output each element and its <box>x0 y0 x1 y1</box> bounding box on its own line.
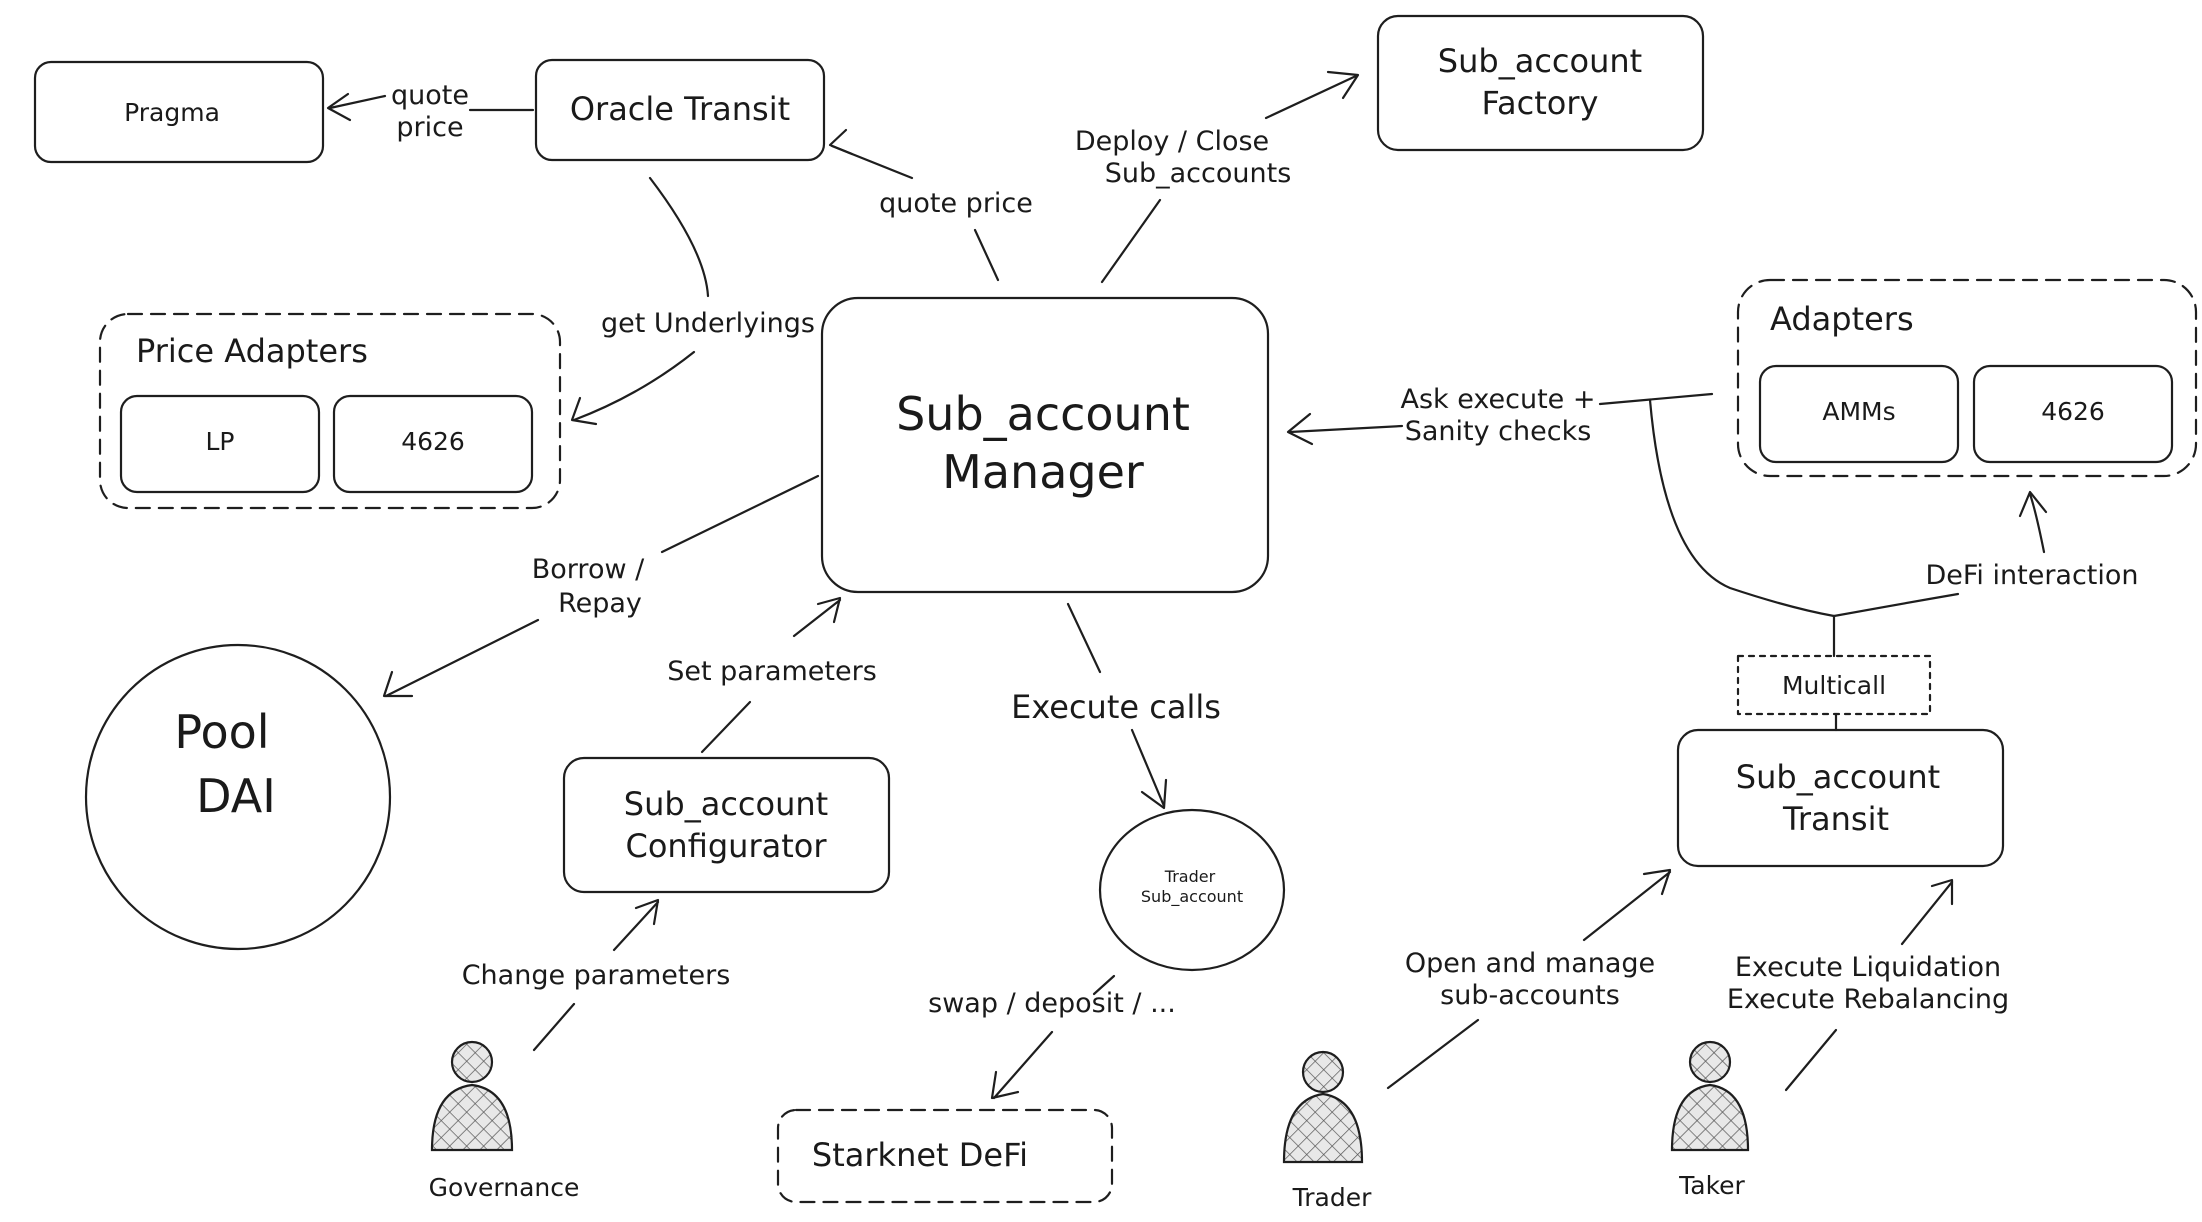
amms-box <box>1758 364 1960 464</box>
adapters-4626-label: 4626 <box>2041 397 2105 426</box>
multicall-label: Multicall <box>1782 671 1886 700</box>
factory-box: Sub_account Factory <box>1376 14 1705 152</box>
configurator-label-2: Configurator <box>626 827 828 865</box>
configurator-label-1: Sub_account <box>624 785 828 823</box>
transit-box: Sub_account Transit <box>1676 728 2005 868</box>
edge-oracle-to-price-adapters <box>570 176 710 426</box>
edge-label-execute-liquidation: Execute Liquidation <box>1735 952 2001 983</box>
taker-label: Taker <box>1678 1171 1745 1200</box>
edge-label-sub-accounts-2: sub-accounts <box>1440 980 1620 1011</box>
pragma-label: Pragma <box>124 98 220 127</box>
manager-label-2: Manager <box>942 445 1144 499</box>
taker-actor-icon <box>1670 1040 1750 1152</box>
edge-label-ask-execute: Ask execute + <box>1400 384 1595 415</box>
edge-multicall-to-adapters <box>2018 490 2048 554</box>
oracle-transit-label: Oracle Transit <box>570 90 790 128</box>
transit-label-2: Transit <box>1782 800 1889 838</box>
edge-label-open-manage: Open and manage <box>1405 948 1655 979</box>
edge-label-execute-calls: Execute calls <box>1011 688 1221 726</box>
amms-label: AMMs <box>1822 397 1895 426</box>
edge-label-repay: Repay <box>558 588 642 619</box>
pool-label-1: Pool <box>174 705 269 759</box>
edge-configurator-to-manager <box>700 596 842 754</box>
edge-label-quote-price: quote price <box>879 188 1033 219</box>
starknet-defi-box: Starknet DeFi <box>776 1108 1114 1204</box>
transit-label-1: Sub_account <box>1736 758 1940 796</box>
edge-governance-to-configurator <box>532 898 660 1052</box>
governance-label: Governance <box>429 1173 580 1202</box>
adapters-group: Adapters AMMs 4626 <box>1736 278 2198 478</box>
trader-sub-account-label-1: Trader <box>1164 867 1216 886</box>
edge-manager-to-oracle <box>828 128 1000 282</box>
trader-sub-account-label-2: Sub_account <box>1141 887 1243 907</box>
edge-label-set-parameters: Set parameters <box>667 656 877 687</box>
edge-label-deploy-close: Deploy / Close <box>1075 126 1269 157</box>
trader-label: Trader <box>1292 1183 1372 1212</box>
starknet-defi-label: Starknet DeFi <box>812 1136 1028 1174</box>
edge-label-sub-accounts: Sub_accounts <box>1105 158 1292 189</box>
edge-oracle-to-pragma <box>326 92 535 122</box>
manager-box: Sub_account Manager <box>820 296 1270 594</box>
configurator-box: Sub_account Configurator <box>562 756 891 894</box>
edge-trader-to-transit <box>1386 868 1672 1090</box>
adapters-title: Adapters <box>1770 300 1914 338</box>
lp-box <box>119 394 321 494</box>
trader-sub-account-circle: Trader Sub_account <box>1098 808 1286 972</box>
price-4626-label: 4626 <box>401 427 465 456</box>
edge-label-sanity-checks: Sanity checks <box>1405 416 1592 447</box>
edge-label-borrow: Borrow / <box>532 554 645 585</box>
edge-manager-to-trader-sub-account <box>1066 602 1168 810</box>
edge-trader-sub-account-to-defi <box>990 974 1116 1100</box>
edge-label-quote: quote <box>391 80 469 111</box>
edge-label-price: price <box>396 112 463 143</box>
multicall-box: Multicall <box>1736 654 1932 716</box>
pool-circle: Pool DAI <box>84 643 392 951</box>
governance-actor-icon <box>430 1040 514 1152</box>
lp-label: LP <box>205 427 234 456</box>
factory-label-2: Factory <box>1482 84 1599 122</box>
price-adapters-group: Price Adapters LP 4626 <box>98 312 562 510</box>
edge-label-execute-rebalancing: Execute Rebalancing <box>1727 984 2009 1015</box>
edge-manager-to-pool <box>382 474 820 698</box>
adapters-4626-box <box>1972 364 2174 464</box>
edge-label-get-underlyings: get Underlyings <box>601 308 815 339</box>
price-4626-box <box>332 394 534 494</box>
edge-label-change-parameters: Change parameters <box>462 960 731 991</box>
edge-label-swap-deposit: swap / deposit / ... <box>928 988 1176 1019</box>
trader-actor-icon <box>1282 1050 1364 1164</box>
manager-label-1: Sub_account <box>896 387 1190 441</box>
edge-ask-execute <box>1286 392 1960 658</box>
pragma-box: Pragma <box>33 60 325 164</box>
factory-label-1: Sub_account <box>1438 42 1642 80</box>
edge-taker-to-transit <box>1784 878 1954 1092</box>
edge-manager-to-factory <box>1100 70 1360 284</box>
price-adapters-title: Price Adapters <box>136 332 368 370</box>
edge-label-defi-interaction: DeFi interaction <box>1925 560 2138 591</box>
oracle-transit-box: Oracle Transit <box>534 58 826 162</box>
pool-label-2: DAI <box>196 769 276 823</box>
